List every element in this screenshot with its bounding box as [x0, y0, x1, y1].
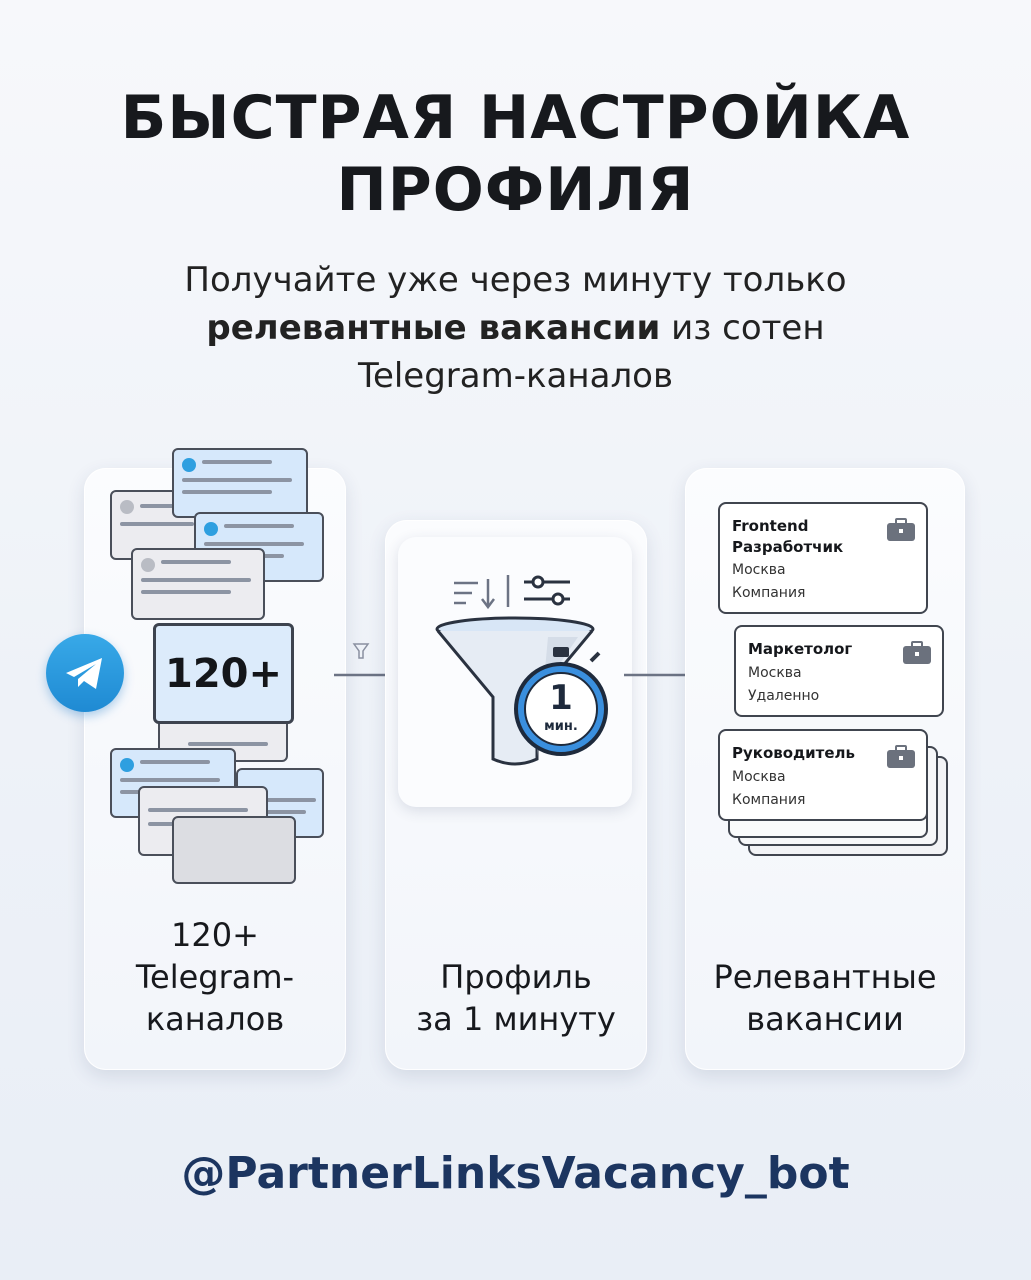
- title-line-2: ПРОФИЛЯ: [336, 155, 695, 225]
- job-card[interactable]: Руководитель Москва Компания: [718, 729, 928, 821]
- job-title: Frontend: [732, 517, 809, 535]
- telegram-icon: [46, 634, 124, 712]
- briefcase-icon: [903, 641, 931, 664]
- page-title: БЫСТРАЯ НАСТРОЙКА ПРОФИЛЯ: [0, 82, 1031, 226]
- job-card[interactable]: Маркетолог Москва Удаленно: [734, 625, 944, 717]
- message-card: [110, 748, 236, 818]
- timer-unit: мин.: [544, 719, 578, 734]
- message-card: [172, 448, 308, 518]
- job-title: Разработчик: [732, 538, 844, 556]
- briefcase-icon: [887, 518, 915, 541]
- title-line-1: БЫСТРАЯ НАСТРОЙКА: [120, 83, 911, 153]
- job-meta: Компания: [732, 792, 806, 808]
- message-card: [131, 548, 265, 620]
- job-title: Руководитель: [732, 744, 856, 762]
- results-caption: Релевантные вакансии: [685, 956, 965, 1040]
- job-city: Москва: [732, 769, 786, 785]
- job-meta: Удаленно: [748, 688, 820, 704]
- bot-handle-link[interactable]: @PartnerLinksVacancy_bot: [181, 1148, 850, 1199]
- briefcase-icon: [887, 745, 915, 768]
- job-title: Маркетолог: [748, 640, 853, 658]
- subtitle-line-1: Получайте уже через минуту только: [184, 260, 847, 300]
- timer-value: 1: [549, 678, 573, 718]
- sources-caption: 120+ Telegram- каналов: [84, 914, 346, 1040]
- sources-caption-line-3: каналов: [145, 1000, 285, 1038]
- profile-caption-line-2: за 1 минуту: [416, 1000, 616, 1038]
- job-city: Москва: [732, 562, 786, 578]
- subtitle-line-3: Telegram-каналов: [357, 356, 674, 396]
- sliders-icon: [524, 575, 570, 606]
- sort-icon: [454, 575, 510, 610]
- profile-illustration: 1 мин.: [398, 537, 632, 807]
- profile-caption-line-1: Профиль: [440, 958, 592, 996]
- subtitle: Получайте уже через минуту только релева…: [0, 256, 1031, 400]
- subtitle-rest: из сотен: [660, 308, 825, 348]
- sources-caption-line-2: Telegram-: [135, 958, 295, 996]
- results-caption-line-2: вакансии: [746, 1000, 904, 1038]
- job-card[interactable]: Frontend Разработчик Москва Компания: [718, 502, 928, 614]
- results-caption-line-1: Релевантные: [713, 958, 937, 996]
- profile-caption: Профиль за 1 минуту: [385, 956, 647, 1040]
- subtitle-bold: релевантные вакансии: [206, 308, 661, 348]
- job-city: Москва: [748, 665, 802, 681]
- channel-count-badge: 120+: [153, 623, 294, 724]
- stopwatch-icon: 1 мин.: [514, 647, 608, 756]
- job-meta: Компания: [732, 585, 806, 601]
- message-card: [172, 816, 296, 884]
- subtitle-line-2: релевантные вакансии из сотен: [0, 304, 1031, 352]
- sources-caption-line-1: 120+: [171, 916, 259, 954]
